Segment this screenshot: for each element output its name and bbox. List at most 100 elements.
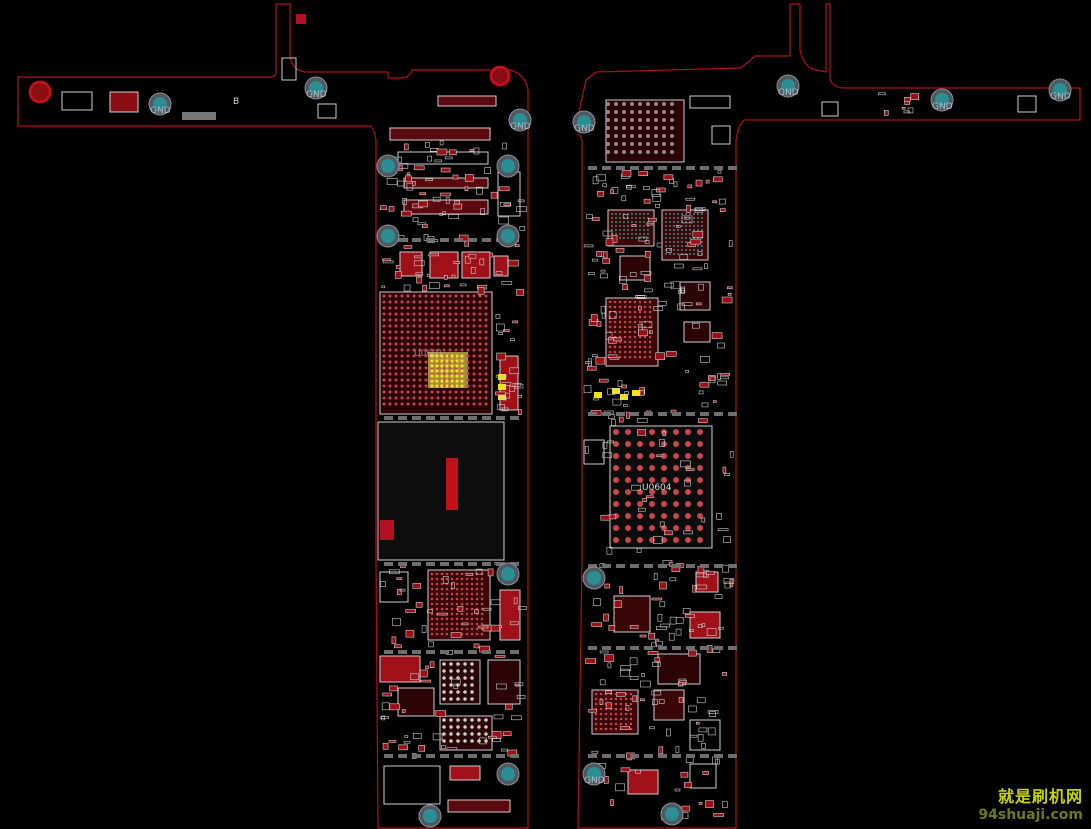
bga-ball xyxy=(472,318,476,322)
bga-ball xyxy=(631,229,633,231)
shield-tab xyxy=(630,564,639,568)
bga-ball xyxy=(633,330,637,334)
bga-ball xyxy=(685,213,687,215)
passive-component xyxy=(635,294,645,298)
bga-ball xyxy=(633,335,637,339)
bga-ball xyxy=(643,310,647,314)
bga-ball xyxy=(613,330,617,334)
bga-ball xyxy=(648,315,652,319)
shield-tab xyxy=(384,416,393,420)
bga-ball xyxy=(662,134,666,138)
bga-ball xyxy=(466,342,470,346)
bga-ball xyxy=(685,537,691,543)
bga-ball xyxy=(619,702,623,706)
shield-tab xyxy=(700,564,709,568)
bga-ball xyxy=(460,577,464,581)
bga-ball xyxy=(638,320,642,324)
bga-ball xyxy=(450,587,454,591)
gnd-label: GND xyxy=(510,122,531,132)
bga-ball xyxy=(647,213,649,215)
bga-ball xyxy=(627,237,629,239)
bga-ball xyxy=(623,320,627,324)
bga-ball xyxy=(442,342,446,346)
passive-component xyxy=(592,176,599,185)
passive-component xyxy=(682,608,691,614)
bga-ball xyxy=(643,335,647,339)
passive-component xyxy=(625,705,630,711)
bga-ball xyxy=(661,537,667,543)
passive-component xyxy=(495,323,505,332)
bga-ball xyxy=(463,697,467,701)
passive-component xyxy=(439,140,444,146)
passive-component xyxy=(389,685,398,692)
passive-component xyxy=(457,605,464,612)
bga-ball xyxy=(448,300,452,304)
passive-component xyxy=(728,240,733,247)
shield-tab xyxy=(616,412,625,416)
passive-component xyxy=(505,703,513,710)
highlight-ball xyxy=(440,369,444,373)
bga-ball xyxy=(606,110,610,114)
passive-component xyxy=(512,320,518,324)
bga-ball xyxy=(638,350,642,354)
bga-ball xyxy=(637,465,643,471)
highlight-ball xyxy=(450,354,454,358)
bga-ball xyxy=(400,306,404,310)
bga-ball xyxy=(466,360,470,364)
bga-ball xyxy=(435,597,439,601)
bga-ball xyxy=(615,217,617,219)
bga-ball xyxy=(594,712,598,716)
bga-ball xyxy=(613,345,617,349)
passive-component xyxy=(636,417,648,423)
bga-ball xyxy=(629,722,633,726)
bga-ball xyxy=(484,330,488,334)
bga-ball xyxy=(394,324,398,328)
bga-ball xyxy=(460,617,464,621)
bga-ball xyxy=(654,142,658,146)
passive-component xyxy=(388,205,395,212)
bga-ball xyxy=(436,342,440,346)
bga-ball xyxy=(382,360,386,364)
bga-ball xyxy=(445,592,449,596)
bga-ball xyxy=(449,669,453,673)
shield-tab xyxy=(398,238,407,242)
bga-ball xyxy=(412,330,416,334)
passive-component xyxy=(690,238,702,245)
bga-ball xyxy=(472,378,476,382)
bga-ball xyxy=(460,342,464,346)
passive-component xyxy=(695,302,702,306)
highlight-ball xyxy=(445,379,449,383)
passive-component xyxy=(392,618,401,626)
highlight-ball xyxy=(440,354,444,358)
bga-ball xyxy=(697,537,703,543)
passive-component xyxy=(655,204,660,208)
bga-ball xyxy=(442,336,446,340)
shield-tab xyxy=(454,562,463,566)
bga-ball xyxy=(638,150,642,154)
bga-ball xyxy=(448,324,452,328)
bga-ball xyxy=(631,233,633,235)
bga-ball xyxy=(400,378,404,382)
bga-ball xyxy=(629,727,633,731)
shield-tab xyxy=(644,166,653,170)
screw-hole-core xyxy=(501,767,515,781)
passive-component xyxy=(723,578,735,584)
bga-ball xyxy=(599,692,603,696)
bga-ball xyxy=(400,360,404,364)
shield-tab xyxy=(482,650,491,654)
bga-ball xyxy=(442,300,446,304)
bga-ball xyxy=(388,294,392,298)
bga-ball xyxy=(382,294,386,298)
passive-component xyxy=(651,189,661,197)
passive-component xyxy=(637,429,646,436)
bga-ball xyxy=(436,336,440,340)
shield-tab xyxy=(616,754,625,758)
bga-ball xyxy=(685,217,687,219)
bga-ball xyxy=(382,384,386,388)
bga-ball xyxy=(466,318,470,322)
bga-ball xyxy=(669,213,671,215)
bga-ball xyxy=(442,662,446,666)
bga-ball xyxy=(677,237,679,239)
gnd-label: GND xyxy=(932,102,953,112)
bga-ball xyxy=(623,350,627,354)
